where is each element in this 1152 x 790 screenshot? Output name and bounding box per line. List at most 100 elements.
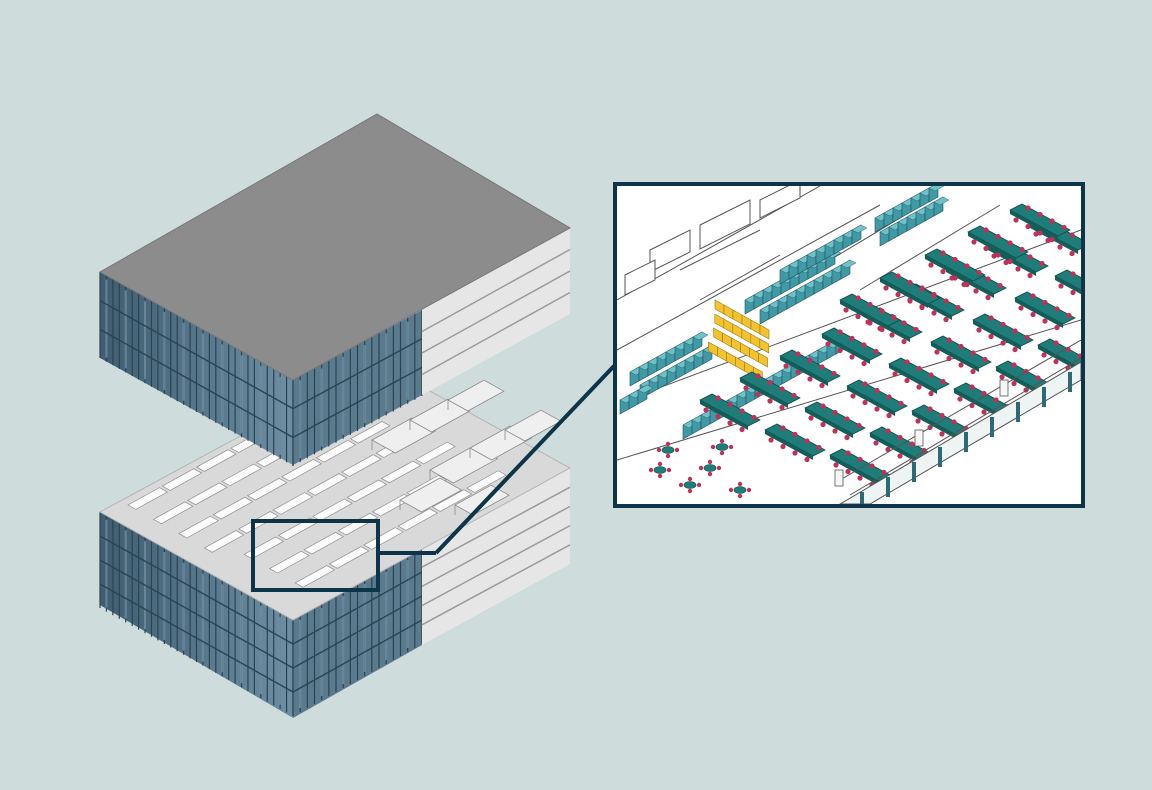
desk-block [161, 468, 203, 491]
chair [915, 418, 921, 424]
room-partition [409, 398, 471, 433]
chair [849, 354, 855, 360]
chair [845, 450, 851, 456]
corridor-mullion [938, 447, 942, 467]
chair [883, 285, 889, 291]
desk-edge [1010, 210, 1058, 240]
chair [820, 403, 826, 409]
zoom-desks-and-chairs [699, 203, 1081, 488]
chair [1058, 283, 1064, 289]
corridor-wall [839, 339, 1081, 481]
floor-band [421, 291, 571, 376]
desk-block [346, 479, 388, 503]
chair [779, 386, 785, 392]
desk-edge [931, 342, 979, 372]
chair [1041, 352, 1047, 358]
chair [779, 404, 785, 411]
chair [804, 438, 810, 444]
desk-block [328, 546, 370, 569]
wall-line [699, 254, 781, 301]
corridor-mullion [1068, 372, 1072, 392]
chair [995, 252, 1001, 258]
corridor-floor [839, 361, 1081, 504]
chair [940, 250, 946, 256]
desk-edge [847, 386, 895, 416]
desk-edge [880, 278, 928, 308]
chair [904, 377, 910, 384]
shelf-unit-top [692, 331, 709, 341]
chair [715, 413, 721, 420]
desk-block [380, 460, 422, 484]
chair [849, 335, 855, 342]
chair [1069, 250, 1075, 257]
chair [955, 304, 961, 311]
chair [895, 291, 901, 298]
chair [715, 395, 721, 401]
chair [869, 463, 875, 469]
detail-selection-box [251, 519, 380, 592]
chair [687, 488, 693, 494]
chair [696, 482, 702, 488]
corridor-mullion [990, 417, 994, 437]
desk-edge [973, 320, 1021, 350]
chair [907, 298, 913, 304]
floor-line [99, 583, 294, 693]
floor-line [292, 338, 423, 410]
chair [832, 409, 838, 416]
desk-edge [996, 367, 1044, 397]
chair [804, 456, 810, 463]
chair [988, 315, 994, 321]
chair [969, 384, 975, 390]
chair [737, 481, 743, 487]
chair [916, 365, 922, 372]
desk-block [187, 482, 228, 506]
chair [895, 273, 901, 279]
desk-edge [805, 408, 853, 438]
chair [964, 281, 970, 288]
chair [833, 462, 839, 468]
chair [897, 434, 903, 441]
chair [976, 269, 982, 276]
desk-block [203, 530, 245, 553]
corridor-mullion [886, 477, 890, 497]
chair [1015, 266, 1021, 272]
chair [931, 292, 937, 299]
column [914, 429, 924, 447]
highlighted-shelf [759, 338, 770, 354]
chair [958, 343, 964, 350]
floor-band [421, 505, 571, 588]
chair [1030, 293, 1036, 299]
zoom-shelving-units [619, 186, 950, 440]
chair [857, 456, 863, 463]
floor-line [99, 328, 294, 438]
desk-block [431, 489, 473, 512]
lower-right-facade [422, 468, 570, 645]
chair [991, 253, 997, 259]
room-partition [447, 379, 505, 412]
chair [886, 394, 892, 400]
chair [850, 393, 856, 399]
floor-line [99, 559, 294, 669]
chair [1042, 318, 1048, 324]
chair [743, 385, 749, 391]
chair [832, 428, 838, 434]
chair [946, 337, 952, 343]
round-table [653, 466, 667, 474]
lower-left-mullions [99, 512, 294, 716]
round-table [703, 464, 717, 472]
chair [891, 314, 897, 321]
chair [909, 441, 915, 447]
chair [940, 268, 946, 275]
floor-band [421, 486, 571, 568]
floor-band [421, 248, 571, 333]
chair [898, 400, 904, 407]
chair [844, 416, 850, 422]
chair [687, 476, 693, 482]
chair [819, 382, 825, 389]
chair [982, 356, 988, 363]
chair [901, 338, 907, 345]
chair [780, 443, 786, 450]
chair [981, 390, 987, 397]
chair [844, 434, 850, 441]
